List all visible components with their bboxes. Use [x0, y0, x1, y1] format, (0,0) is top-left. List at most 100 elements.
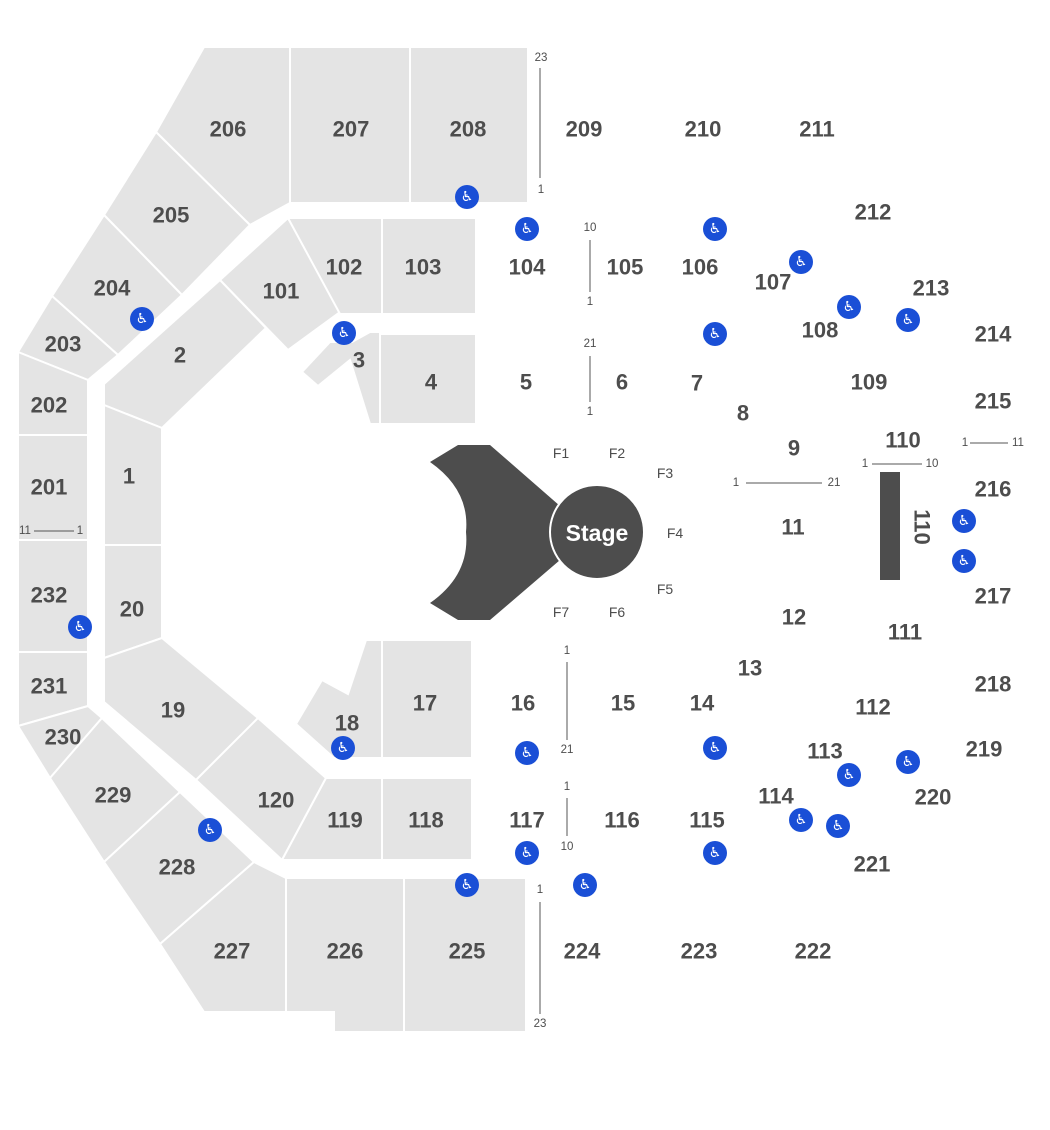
- wheelchair-icon: ♿: [198, 818, 222, 842]
- section-label-13[interactable]: 13: [738, 656, 762, 681]
- section-label-15[interactable]: 15: [611, 691, 635, 716]
- section-label-111[interactable]: 111: [888, 620, 922, 645]
- section-118[interactable]: [381, 777, 473, 861]
- wheelchair-icon: ♿: [515, 217, 539, 241]
- section-17[interactable]: [381, 639, 473, 759]
- section-label-9[interactable]: 9: [788, 436, 800, 461]
- section-label-3[interactable]: 3: [353, 348, 365, 373]
- section-label-220[interactable]: 220: [915, 785, 952, 810]
- section-label-106[interactable]: 106: [682, 255, 719, 280]
- section-label-120[interactable]: 120: [258, 788, 295, 813]
- section-label-223[interactable]: 223: [681, 939, 718, 964]
- row-label: 1: [564, 781, 570, 793]
- row-label: 1: [537, 884, 543, 896]
- section-label-213[interactable]: 213: [913, 276, 950, 301]
- section-label-218[interactable]: 218: [975, 672, 1012, 697]
- section-label-214[interactable]: 214: [975, 322, 1012, 347]
- section-label-229[interactable]: 229: [95, 783, 132, 808]
- section-label-8[interactable]: 8: [737, 401, 749, 426]
- section-206[interactable]: [154, 46, 291, 227]
- section-label-115[interactable]: 115: [689, 808, 725, 833]
- section-label-7[interactable]: 7: [691, 371, 703, 396]
- floor-section-f1[interactable]: F1: [553, 445, 570, 461]
- section-label-107[interactable]: 107: [755, 270, 792, 295]
- floor-section-f3[interactable]: F3: [657, 465, 674, 481]
- section-label-205[interactable]: 205: [153, 203, 190, 228]
- floor-section-f2[interactable]: F2: [609, 445, 626, 461]
- section-103[interactable]: [381, 217, 477, 315]
- section-label-232[interactable]: 232: [31, 583, 68, 608]
- section-label-101[interactable]: 101: [263, 279, 300, 304]
- section-4[interactable]: [379, 333, 477, 425]
- section-label-114[interactable]: 114: [758, 784, 794, 809]
- section-label-215[interactable]: 215: [975, 389, 1012, 414]
- section-label-211[interactable]: 211: [799, 117, 835, 142]
- section-label-20[interactable]: 20: [120, 597, 144, 622]
- row-labels: 23 1 10 1 21 1 1 21 1 10 1 11 11 1 1 21 …: [19, 52, 1024, 1030]
- svg-text:♿: ♿: [136, 311, 149, 327]
- section-label-103[interactable]: 103: [405, 255, 442, 280]
- svg-text:♿: ♿: [521, 745, 534, 761]
- section-label-231[interactable]: 231: [31, 674, 68, 699]
- section-2[interactable]: [103, 278, 268, 430]
- section-label-109[interactable]: 109: [851, 370, 888, 395]
- section-label-216[interactable]: 216: [975, 477, 1012, 502]
- section-label-112[interactable]: 112: [855, 695, 891, 720]
- section-label-227[interactable]: 227: [214, 939, 251, 964]
- section-label-226[interactable]: 226: [327, 939, 364, 964]
- section-label-12[interactable]: 12: [782, 605, 806, 630]
- section-label-225[interactable]: 225: [449, 939, 486, 964]
- section-label-217[interactable]: 217: [975, 584, 1012, 609]
- section-label-222[interactable]: 222: [795, 939, 832, 964]
- section-label-1[interactable]: 1: [123, 464, 135, 489]
- section-label-228[interactable]: 228: [159, 855, 196, 880]
- section-label-201[interactable]: 201: [31, 475, 68, 500]
- section-label-210[interactable]: 210: [685, 117, 722, 142]
- section-label-224[interactable]: 224: [564, 939, 601, 964]
- section-label-16[interactable]: 16: [511, 691, 535, 716]
- section-208[interactable]: [409, 46, 529, 204]
- section-label-11[interactable]: 11: [781, 515, 804, 540]
- wheelchair-icon: ♿: [331, 736, 355, 760]
- row-label: 1: [564, 645, 570, 657]
- row-label: 1: [733, 477, 739, 489]
- section-label-102[interactable]: 102: [326, 255, 363, 280]
- section-label-116[interactable]: 116: [604, 808, 640, 833]
- section-label-17[interactable]: 17: [413, 691, 437, 716]
- wheelchair-icon: ♿: [789, 250, 813, 274]
- section-label-221[interactable]: 221: [854, 852, 891, 877]
- section-label-4[interactable]: 4: [425, 370, 438, 395]
- section-label-203[interactable]: 203: [45, 332, 82, 357]
- section-label-219[interactable]: 219: [966, 737, 1003, 762]
- section-label-206[interactable]: 206: [210, 117, 247, 142]
- floor-section-f5[interactable]: F5: [657, 581, 674, 597]
- section-label-6[interactable]: 6: [616, 370, 628, 395]
- section-label-108[interactable]: 108: [802, 318, 839, 343]
- section-label-202[interactable]: 202: [31, 393, 68, 418]
- section-label-207[interactable]: 207: [333, 117, 370, 142]
- section-label-110-side[interactable]: 110: [910, 509, 935, 545]
- section-label-113[interactable]: 113: [807, 739, 843, 764]
- section-label-117[interactable]: 117: [509, 808, 545, 833]
- section-label-110[interactable]: 110: [885, 428, 921, 453]
- section-label-5[interactable]: 5: [520, 370, 532, 395]
- section-label-209[interactable]: 209: [566, 117, 603, 142]
- section-label-105[interactable]: 105: [607, 255, 644, 280]
- section-label-208[interactable]: 208: [450, 117, 487, 142]
- section-label-204[interactable]: 204: [94, 276, 131, 301]
- floor-section-f4[interactable]: F4: [667, 525, 684, 541]
- section-label-212[interactable]: 212: [855, 200, 892, 225]
- floor-section-f6[interactable]: F6: [609, 604, 626, 620]
- section-225[interactable]: [403, 877, 527, 1033]
- section-label-19[interactable]: 19: [161, 698, 185, 723]
- row-label: 1: [77, 525, 83, 537]
- section-label-14[interactable]: 14: [690, 691, 715, 716]
- section-3[interactable]: [300, 331, 381, 425]
- section-label-18[interactable]: 18: [335, 711, 359, 736]
- section-label-2[interactable]: 2: [174, 343, 186, 368]
- section-label-104[interactable]: 104: [509, 255, 546, 280]
- section-label-119[interactable]: 119: [327, 808, 363, 833]
- section-label-230[interactable]: 230: [45, 725, 82, 750]
- floor-section-f7[interactable]: F7: [553, 604, 570, 620]
- section-label-118[interactable]: 118: [408, 808, 444, 833]
